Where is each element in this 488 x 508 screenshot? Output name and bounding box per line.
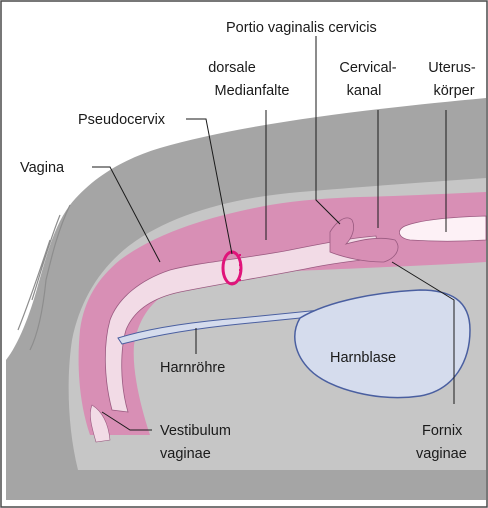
label-vestibulum-line1: Vestibulum	[160, 423, 231, 439]
label-uterus-line2: körper	[433, 83, 474, 99]
label-harnblase: Harnblase	[330, 350, 396, 366]
label-cervical-line2: kanal	[347, 83, 382, 99]
label-fornix-line1: Fornix	[422, 423, 463, 439]
label-dorsale-line2: Medianfalte	[215, 83, 290, 99]
label-cervical-line1: Cervical-	[339, 60, 396, 76]
label-fornix-line2: vaginae	[416, 446, 467, 462]
label-dorsale-line1: dorsale	[208, 60, 256, 76]
label-harnroehre: Harnröhre	[160, 360, 225, 376]
label-uterus-line1: Uterus-	[428, 60, 476, 76]
label-pseudocervix: Pseudocervix	[78, 112, 166, 128]
label-portio: Portio vaginalis cervicis	[226, 20, 377, 36]
label-vagina: Vagina	[20, 160, 65, 176]
label-vestibulum-line2: vaginae	[160, 446, 211, 462]
